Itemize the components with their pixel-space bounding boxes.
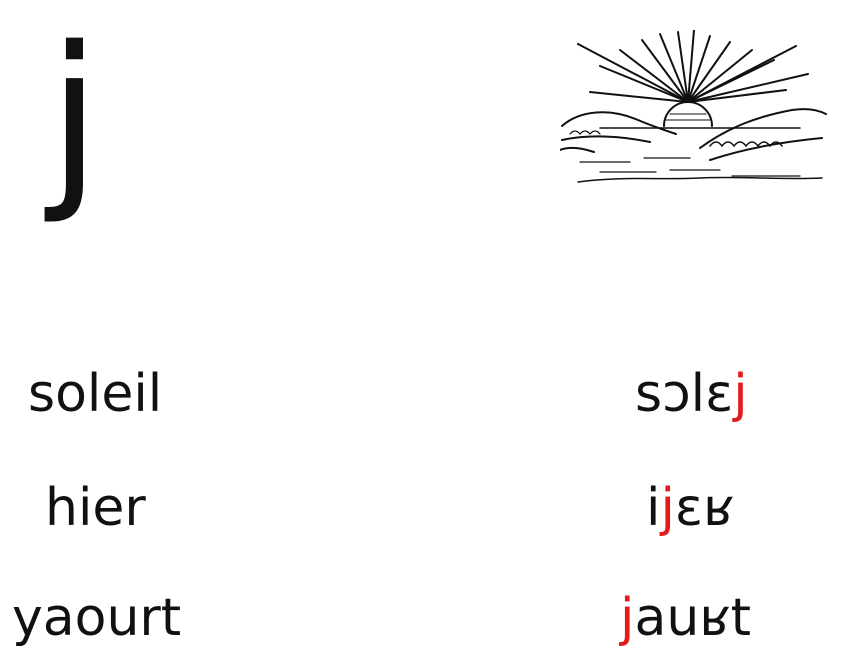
ipa-highlight: j — [660, 478, 675, 538]
ipa-yaourt: jauʁt — [620, 592, 751, 644]
sun-icon — [560, 30, 827, 183]
word-yaourt: yaourt — [12, 588, 182, 648]
ipa-highlight: j — [733, 364, 748, 424]
ipa-part: i — [646, 478, 661, 538]
ipa-part: ɛʁ — [674, 478, 735, 538]
ipa-part: sɔlɛ — [635, 364, 734, 424]
ipa-part: auʁt — [634, 588, 752, 648]
ipa-hier: ijɛʁ — [646, 482, 734, 534]
ipa-soleil: sɔlɛj — [635, 368, 748, 420]
ipa-highlight: j — [620, 588, 635, 648]
target-letter: j — [48, 6, 101, 227]
word-soleil: soleil — [28, 364, 163, 424]
word-hier: hier — [45, 478, 146, 538]
